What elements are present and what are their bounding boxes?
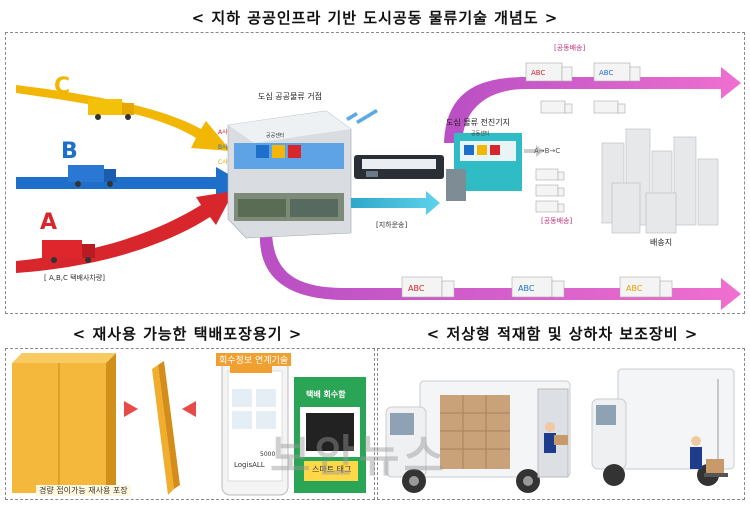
hub-code-c: C사 — [218, 158, 228, 166]
packaging-caption: 경량 접이가능 재사용 포장 — [36, 485, 131, 496]
logistics-diagram: C B A [ A,B,C 택배사차량] — [16, 43, 741, 310]
truck-b — [68, 165, 116, 187]
shared-delivery-upper-arrow — [444, 67, 741, 143]
truck-c — [88, 99, 134, 120]
svg-text:A→B→C: A→B→C — [534, 147, 560, 155]
tag-sub-label: 스마트 태그 — [312, 465, 352, 474]
forward-base-building — [446, 133, 522, 201]
route-letter-c: C — [54, 74, 70, 99]
hub-label: 도심 공공물류 거점 — [258, 91, 322, 101]
packaging-illustration — [12, 353, 366, 496]
app-header-label: 회수정보 연계기술 — [216, 353, 292, 366]
underground-transport-arrow — [351, 191, 440, 215]
shared-delivery-label-top: [공동배송] — [554, 43, 585, 52]
route-a-arrow — [16, 191, 234, 273]
news-watermark: 보안뉴스 — [270, 431, 448, 482]
delivery-trucks-lower — [401, 276, 673, 298]
delivery-trucks-upper — [525, 62, 641, 114]
main-title: < 지하 공공인프라 기반 도시공동 물류기술 개념도 > — [191, 9, 559, 27]
packaging-title: < 재사용 가능한 택배포장용기 > — [72, 325, 303, 343]
hub-code-b: B사 — [218, 143, 228, 151]
route-c-arrow — [16, 85, 231, 151]
delivery-city-skyline — [601, 128, 719, 234]
hub-sorter — [256, 145, 301, 158]
loading-title: < 저상형 적재함 및 상하차 보조장비 > — [426, 325, 699, 343]
shared-delivery-label-mid: [공동배송] — [541, 216, 572, 225]
packaging-panel: 회수정보 연계기술 LogisALL 5000 택배 회수함 스마트 태그 경량… — [5, 348, 375, 500]
air-flow-icon — [346, 109, 378, 124]
abc-mark-1: ABC — [408, 284, 425, 293]
app-brand-label: LogisALL — [234, 461, 265, 469]
loading-equipment-panel — [377, 348, 745, 500]
forward-base-label: 도심 물류 전진기지 — [446, 117, 510, 127]
loading-equipment-illustration — [385, 368, 735, 493]
hub-code-a: A사 — [218, 128, 228, 136]
route-letter-a: A — [40, 210, 57, 235]
truck-a — [42, 240, 95, 263]
underground-label: [지하운송] — [376, 220, 407, 229]
delivery-area-label: 배송지 — [650, 238, 672, 247]
forward-base-sorting-label: 공동센터 — [471, 130, 489, 137]
urban-hub-building — [227, 110, 352, 239]
route-b-arrow — [16, 167, 244, 199]
sorted-output-arrows: A→B→C — [524, 145, 560, 157]
app-value-label: 5000 — [260, 451, 276, 458]
route-letter-b: B — [61, 139, 78, 164]
abc-mark-4: ABC — [531, 69, 545, 77]
underground-train — [354, 155, 444, 179]
hub-sorting-label: 공공센터 — [266, 132, 284, 139]
delivery-trucks-middle — [535, 168, 565, 213]
logistics-concept-panel: C B A [ A,B,C 택배사차량] — [5, 32, 745, 314]
carriers-label: [ A,B,C 택배사차량] — [44, 273, 105, 282]
abc-mark-3: ABC — [626, 284, 643, 293]
abc-mark-2: ABC — [518, 284, 535, 293]
tag-title-label: 택배 회수함 — [306, 390, 346, 399]
abc-mark-5: ABC — [599, 69, 613, 77]
